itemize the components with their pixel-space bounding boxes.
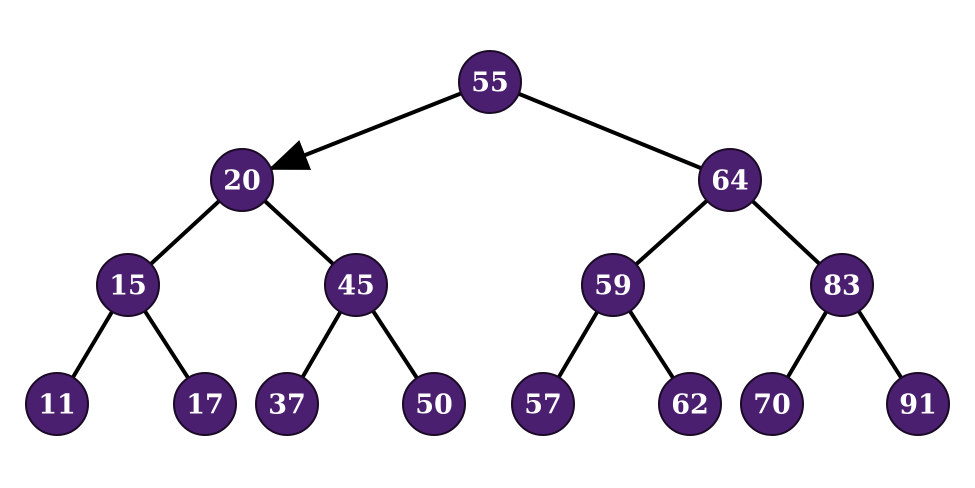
node-circle <box>25 372 89 436</box>
edge-15-17 <box>141 307 192 382</box>
node-circle <box>458 50 522 114</box>
node-circle <box>810 253 874 317</box>
tree-node-11: 11 <box>25 372 89 436</box>
nodes-layer: 55 20 64 15 45 59 83 11 17 37 50 57 62 70 91 <box>25 50 950 436</box>
node-label: 57 <box>524 390 562 421</box>
edge-55-20 <box>268 90 466 171</box>
tree-node-57: 57 <box>511 372 575 436</box>
edge-59-62 <box>626 307 677 382</box>
node-circle <box>255 372 319 436</box>
node-label: 15 <box>109 271 147 302</box>
node-circle <box>581 253 645 317</box>
node-circle <box>173 372 237 436</box>
node-label: 70 <box>753 390 791 421</box>
edge-83-91 <box>855 307 905 382</box>
tree-node-45: 45 <box>324 253 388 317</box>
edge-83-70 <box>784 307 830 382</box>
tree-node-91: 91 <box>886 372 950 436</box>
edge-64-59 <box>632 197 711 268</box>
tree-node-20: 20 <box>210 148 274 212</box>
node-label: 62 <box>671 390 709 421</box>
node-circle <box>402 372 466 436</box>
tree-node-15: 15 <box>96 253 160 317</box>
edge-45-37 <box>299 308 344 381</box>
tree-node-17: 17 <box>173 372 237 436</box>
node-circle <box>210 148 274 212</box>
edge-45-50 <box>369 307 421 382</box>
tree-node-37: 37 <box>255 372 319 436</box>
node-label: 83 <box>823 271 861 302</box>
node-label: 37 <box>268 390 306 421</box>
node-label: 55 <box>471 68 509 99</box>
node-circle <box>658 372 722 436</box>
edge-64-83 <box>749 197 823 268</box>
node-circle <box>511 372 575 436</box>
edge-20-45 <box>261 197 337 268</box>
tree-node-64: 64 <box>698 148 762 212</box>
tree-node-62: 62 <box>658 372 722 436</box>
tree-node-59: 59 <box>581 253 645 317</box>
node-circle <box>886 372 950 436</box>
node-label: 64 <box>711 166 749 197</box>
edge-55-64 <box>514 90 706 172</box>
node-circle <box>740 372 804 436</box>
node-circle <box>96 253 160 317</box>
edge-59-57 <box>555 307 601 382</box>
node-circle <box>324 253 388 317</box>
node-label: 11 <box>38 390 76 421</box>
edges-layer <box>69 90 905 382</box>
tree-node-50: 50 <box>402 372 466 436</box>
tree-node-83: 83 <box>810 253 874 317</box>
tree-node-55: 55 <box>458 50 522 114</box>
edge-20-15 <box>147 197 223 268</box>
edge-15-11 <box>69 307 116 382</box>
node-label: 91 <box>899 390 937 421</box>
node-label: 50 <box>415 390 453 421</box>
node-label: 20 <box>223 166 261 197</box>
tree-node-70: 70 <box>740 372 804 436</box>
node-label: 17 <box>186 390 224 421</box>
node-circle <box>698 148 762 212</box>
node-label: 59 <box>594 271 632 302</box>
node-label: 45 <box>337 271 375 302</box>
